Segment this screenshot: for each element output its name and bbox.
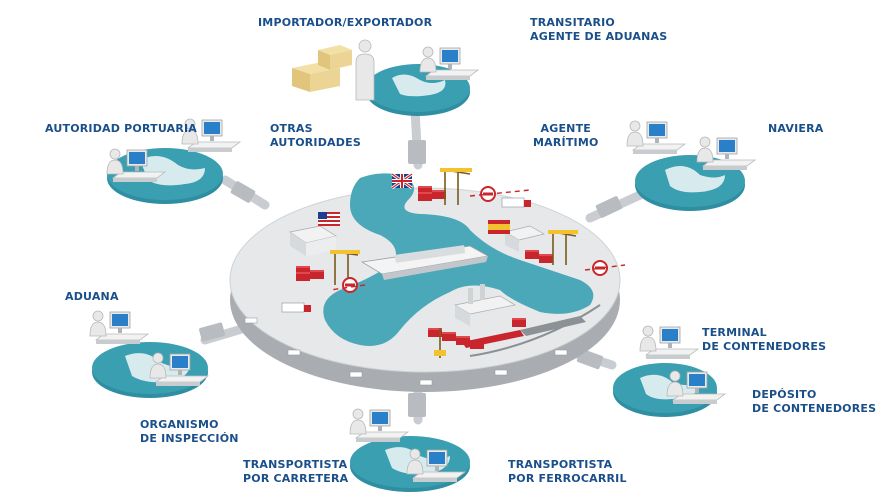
node-aduana bbox=[89, 310, 209, 398]
truck-icon bbox=[281, 197, 531, 313]
label-terminal-contenedores: TERMINAL DE CONTENEDORES bbox=[702, 326, 827, 353]
node-terminal-contenedores bbox=[613, 325, 726, 417]
label-transportista-carretera: TRANSPORTISTA POR CARRETERA bbox=[243, 458, 349, 485]
label-aduana: ADUANA bbox=[65, 290, 119, 303]
flag-us-icon bbox=[318, 212, 340, 226]
node-transportistas bbox=[349, 408, 470, 492]
dashed-routes bbox=[329, 189, 626, 291]
connector-sleeves bbox=[199, 140, 623, 417]
flag-es-icon bbox=[488, 220, 510, 234]
crane-highlights bbox=[330, 168, 578, 356]
boxes-icon bbox=[292, 45, 352, 92]
label-deposito-contenedores: DEPÓSITO DE CONTENEDORES bbox=[752, 388, 877, 415]
ship-icon bbox=[360, 245, 490, 280]
label-autoridad-portuaria: AUTORIDAD PORTUARIA bbox=[45, 122, 198, 135]
label-naviera: NAVIERA bbox=[768, 122, 824, 135]
node-naviera bbox=[626, 120, 756, 211]
label-otras-autoridades: OTRAS AUTORIDADES bbox=[270, 122, 361, 149]
node-importador bbox=[355, 39, 479, 116]
warehouse-icon bbox=[289, 225, 545, 326]
label-organismo-inspeccion: ORGANISMO DE INSPECCIÓN bbox=[140, 418, 239, 445]
label-transitario: TRANSITARIO AGENTE DE ADUANAS bbox=[530, 16, 668, 43]
label-importador-exportador: IMPORTADOR/EXPORTADOR bbox=[258, 16, 433, 29]
flag-uk-icon bbox=[391, 172, 413, 190]
train-icon bbox=[462, 304, 601, 357]
label-transportista-ferrocarril: TRANSPORTISTA POR FERROCARRIL bbox=[508, 458, 627, 485]
label-agente-maritimo: AGENTE MARÍTIMO bbox=[533, 122, 599, 149]
node-autoridad-portuaria bbox=[106, 118, 241, 204]
